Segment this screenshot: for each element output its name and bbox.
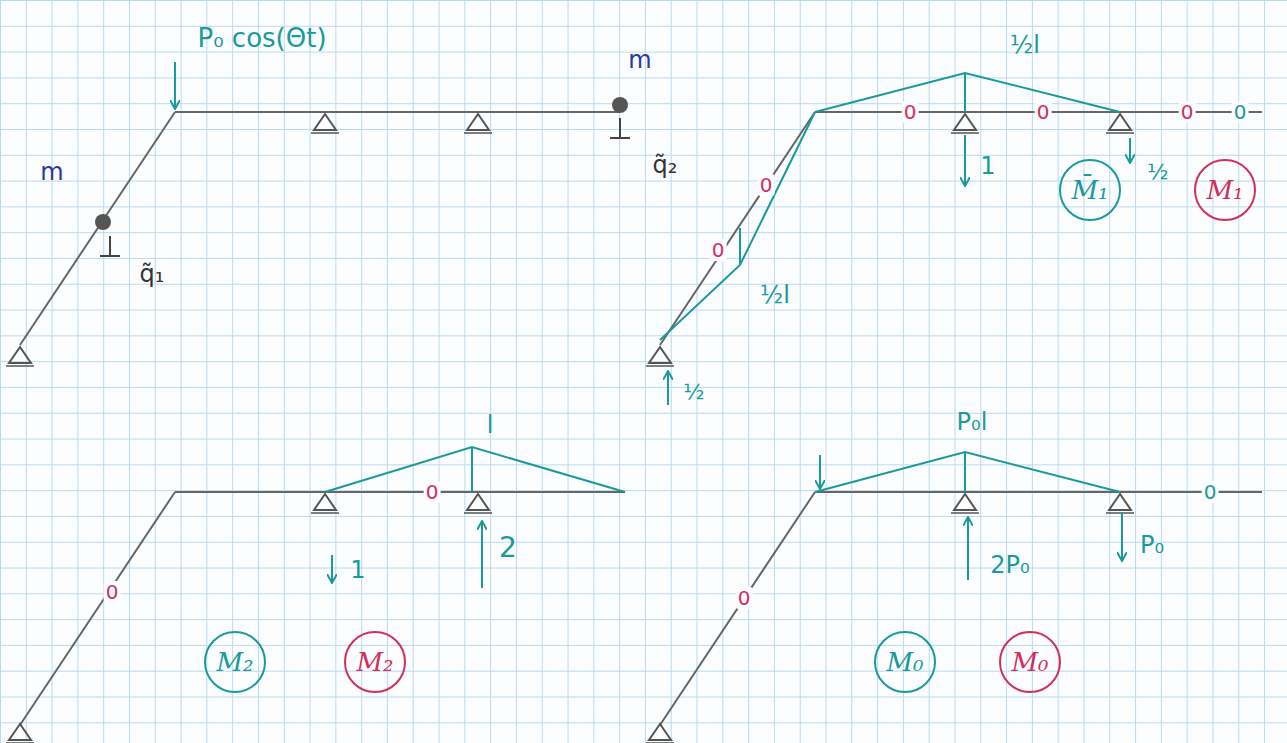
diagram-label: 2	[499, 533, 517, 564]
diagram-name: M₀	[886, 647, 923, 677]
diagram-label: ½	[1147, 160, 1168, 184]
zero-mark: 0	[736, 587, 753, 609]
diagram-name-circle: M̄₁	[1059, 159, 1121, 221]
diagram-name-circle: M₂	[344, 631, 406, 693]
diagram-label: ½l	[1010, 32, 1040, 58]
diagram-label: 1	[350, 557, 365, 583]
diagram-name-circle: M₀	[999, 631, 1061, 693]
diagram-label: 1	[980, 153, 995, 179]
diagram-label: P₀l	[957, 409, 988, 435]
diagram-label: q̃₁	[140, 261, 165, 287]
diagram-name-circle: M₁	[1194, 159, 1256, 221]
diagram-label: m	[628, 47, 651, 73]
zero-mark: 0	[758, 174, 775, 196]
diagram-name: M̄₁	[1071, 175, 1108, 205]
diagram-name: M₁	[1206, 175, 1243, 205]
zero-mark: 0	[902, 101, 919, 123]
zero-mark: 0	[424, 481, 441, 503]
diagram-name-circle: M₀	[874, 631, 936, 693]
diagram-name: M₀	[1011, 647, 1048, 677]
diagram-label: l	[487, 412, 494, 438]
zero-mark: 0	[104, 581, 121, 603]
diagram-label: 2P₀	[990, 552, 1029, 578]
zero-mark: 0	[1179, 101, 1196, 123]
diagram-name-circle: M₂	[204, 631, 266, 693]
zero-mark: 0	[710, 239, 727, 261]
diagram-label: q̃₂	[653, 152, 678, 178]
diagram-label: ½	[683, 380, 704, 404]
zero-mark: 0	[1232, 101, 1249, 123]
diagram-name: M₂	[356, 647, 393, 677]
diagram-label: ½l	[760, 282, 790, 308]
diagram-label: P₀	[1140, 532, 1164, 558]
diagram-label: P₀ cos(Θt)	[197, 24, 326, 53]
zero-mark: 0	[1035, 101, 1052, 123]
zero-mark: 0	[1202, 481, 1219, 503]
diagram-name: M₂	[216, 647, 253, 677]
structure	[20, 112, 620, 345]
diagram-label: m	[40, 159, 63, 185]
